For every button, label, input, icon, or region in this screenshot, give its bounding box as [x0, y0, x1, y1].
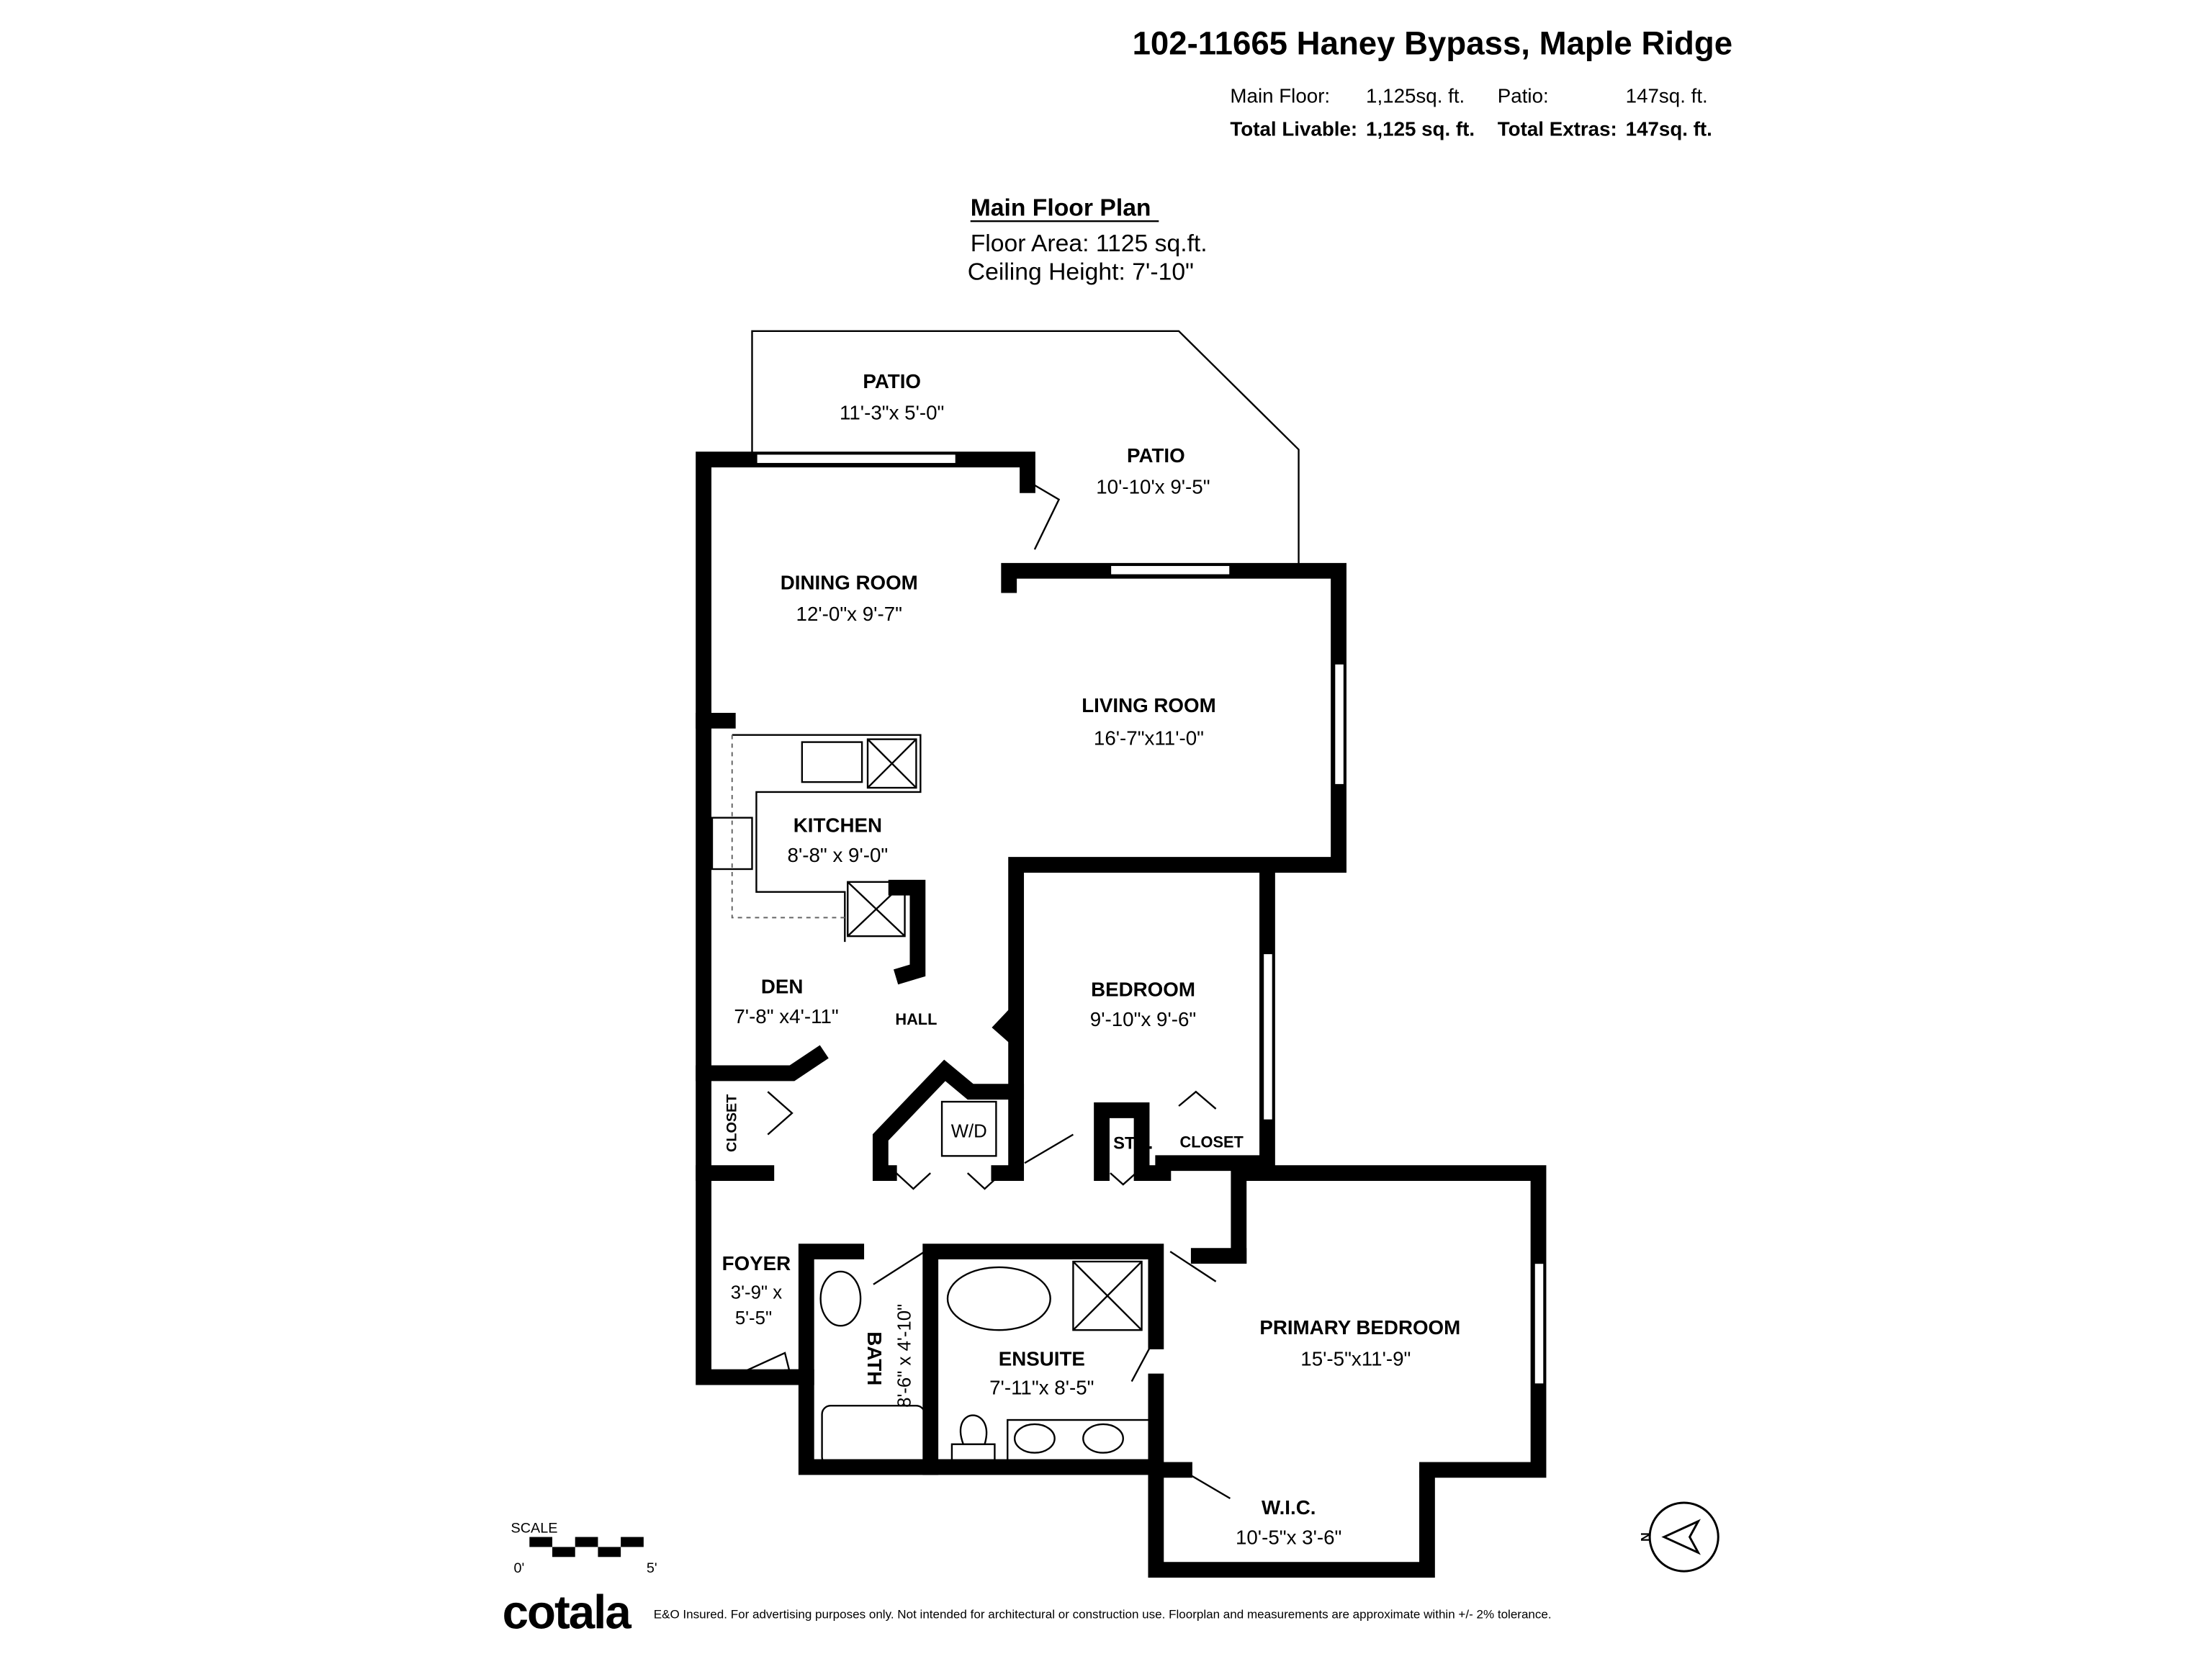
wic-name: W.I.C.	[1262, 1496, 1316, 1519]
window-bedroom	[1262, 952, 1274, 1122]
bedroom-name: BEDROOM	[1091, 978, 1195, 1000]
window-dining	[755, 453, 958, 465]
kitchen-dims: 8'-8" x 9'-0"	[788, 844, 889, 866]
dining-dims: 12'-0"x 9'-7"	[796, 603, 902, 625]
total-livable-label: Total Livable:	[1230, 117, 1357, 140]
primary-name: PRIMARY BEDROOM	[1259, 1316, 1460, 1339]
plan-title: Main Floor Plan	[971, 194, 1151, 221]
patio2-dims: 10'-10'x 9'-5"	[1096, 476, 1210, 498]
cotala-logo: cotala	[503, 1586, 632, 1638]
bath-name: BATH	[863, 1331, 886, 1385]
patio1-dims: 11'-3"x 5'-0"	[840, 402, 944, 424]
den-name: DEN	[761, 975, 804, 997]
patio-value: 147sq. ft.	[1626, 85, 1708, 107]
closet1-name: CLOSET	[724, 1094, 740, 1152]
foyer-name: FOYER	[722, 1252, 791, 1274]
doors	[716, 484, 1231, 1500]
patio-label: Patio:	[1498, 85, 1549, 107]
scale-label: SCALE	[511, 1521, 558, 1537]
patio1-name: PATIO	[863, 370, 921, 392]
dining-name: DINING ROOM	[781, 572, 918, 594]
living-name: LIVING ROOM	[1082, 694, 1215, 716]
bath-fixtures	[819, 1260, 1151, 1467]
bath-dims: 8'-6" x 4'-10"	[894, 1304, 914, 1408]
patio2-name: PATIO	[1127, 444, 1185, 467]
scale-end: 5'	[647, 1560, 657, 1576]
ceiling-height: Ceiling Height: 7'-10"	[968, 258, 1194, 285]
living-dims: 16'-7"x11'-0"	[1094, 727, 1204, 750]
total-livable-value: 1,125 sq. ft.	[1366, 117, 1475, 140]
address-title: 102-11665 Haney Bypass, Maple Ridge	[1133, 24, 1733, 61]
window-primary	[1533, 1262, 1545, 1385]
kitchen-name: KITCHEN	[793, 814, 882, 836]
hall-name: HALL	[895, 1010, 937, 1028]
disclaimer: E&O Insured. For advertising purposes on…	[654, 1608, 1552, 1622]
ensuite-dims: 7'-11"x 8'-5"	[989, 1376, 1094, 1398]
den-dims: 7'-8" x4'-11"	[734, 1005, 838, 1028]
window-living-right	[1333, 662, 1346, 786]
wd-label: W/D	[951, 1122, 987, 1142]
sto-name: STO.	[1113, 1133, 1153, 1153]
patio-outline	[751, 330, 1300, 564]
floor-area: Floor Area: 1125 sq.ft.	[971, 230, 1208, 257]
bedroom-dims: 9'-10"x 9'-6"	[1090, 1008, 1196, 1030]
ensuite-name: ENSUITE	[999, 1348, 1085, 1370]
total-extras-label: Total Extras:	[1498, 117, 1617, 140]
window-living-top	[1109, 564, 1231, 576]
svg-text:N: N	[1638, 1532, 1653, 1542]
scale-bar	[529, 1537, 644, 1557]
closet2-name: CLOSET	[1179, 1133, 1244, 1151]
north-compass-icon: N	[1638, 1501, 1719, 1573]
walls	[696, 451, 1547, 1578]
kitchen-fixtures	[711, 734, 922, 943]
scale-start: 0'	[513, 1560, 524, 1576]
main-floor-label: Main Floor:	[1230, 85, 1330, 107]
foyer-dims-1: 3'-9" x	[731, 1283, 782, 1303]
main-floor-value: 1,125sq. ft.	[1366, 85, 1465, 107]
foyer-dims-2: 5'-5"	[735, 1308, 772, 1328]
washer-dryer	[940, 1100, 997, 1157]
primary-dims: 15'-5"x11'-9"	[1300, 1348, 1411, 1370]
total-extras-value: 147sq. ft.	[1626, 117, 1712, 140]
wic-dims: 10'-5"x 3'-6"	[1236, 1526, 1341, 1548]
